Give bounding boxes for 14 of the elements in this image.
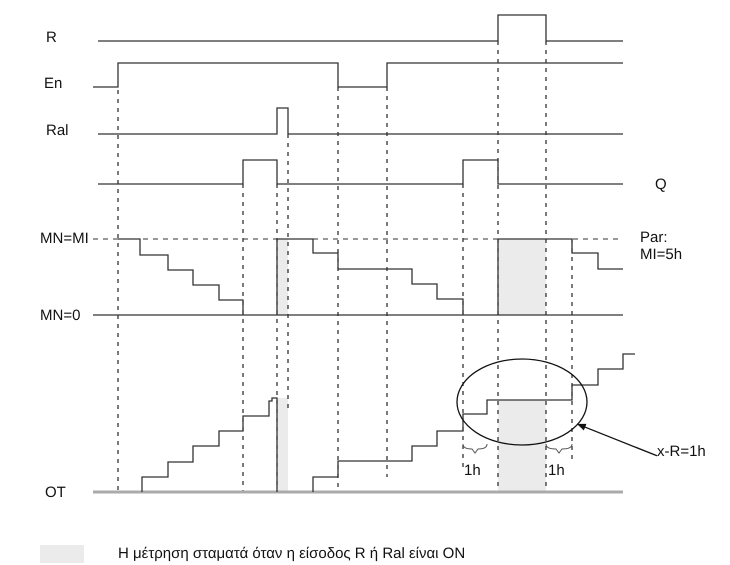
legend-text: Η μέτρηση σταματά όταν η είσοδος R ή Ral είναι ON	[118, 545, 466, 562]
callout-text: x-R=1h	[657, 443, 706, 460]
signal-label: R	[46, 29, 57, 46]
signal-label: Par: MI=5h	[640, 229, 684, 263]
signal-label: Ral	[46, 122, 69, 139]
signal-label: OT	[45, 484, 66, 501]
signal-label: 1h	[548, 462, 565, 479]
signal-label: Q	[655, 176, 667, 193]
signal-label: 1h	[464, 462, 481, 479]
signal-label: En	[44, 75, 62, 92]
highlight-ellipse	[456, 358, 588, 446]
leader-arrow	[576, 424, 658, 456]
signal-label: MN=MI	[40, 230, 89, 247]
signal-label: MN=0	[40, 307, 80, 324]
